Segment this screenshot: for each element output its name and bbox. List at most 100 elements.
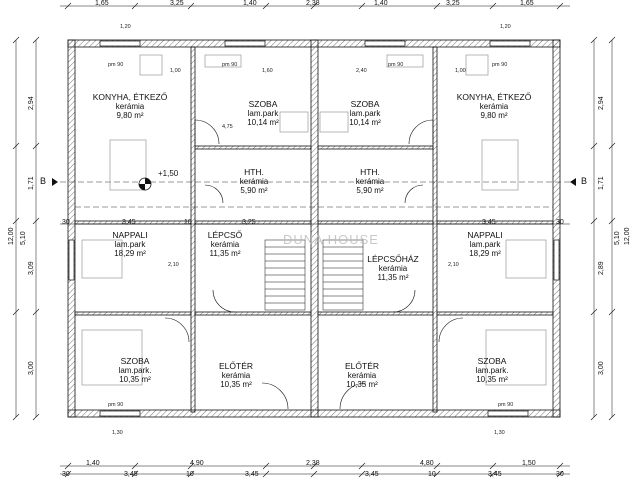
dimension-tick xyxy=(489,462,497,470)
door-mark: 1,00 xyxy=(170,68,181,74)
dimension-tick xyxy=(187,470,195,478)
door-mark: 2,10 xyxy=(448,262,459,268)
dim-right: 5,10 xyxy=(614,231,621,245)
dim-mid: 3,45 xyxy=(482,219,496,226)
dimension-tick xyxy=(358,470,366,478)
dimension-tick xyxy=(608,36,616,44)
dimension-tick xyxy=(310,470,318,478)
dimension-tick xyxy=(310,462,318,470)
dimension-tick xyxy=(32,308,40,316)
section-marker-left: B xyxy=(40,176,47,186)
dim-bottom-2: 10 xyxy=(186,471,194,478)
dim-top: 1,40 xyxy=(243,0,257,7)
window-height-mark: 1,30 xyxy=(112,430,123,436)
dim-bottom-2: 30 xyxy=(62,471,70,478)
dim-right: 2,89 xyxy=(598,261,605,275)
dim-left: 2,94 xyxy=(28,96,35,110)
dimension-tick xyxy=(433,2,441,10)
dimension-tick xyxy=(12,413,20,421)
watermark: DUNA HOUSE xyxy=(283,232,379,247)
dimension-tick xyxy=(489,2,497,10)
dimension-tick xyxy=(590,308,598,316)
dim-bottom: 1,40 xyxy=(86,460,100,467)
dim-left: 5,10 xyxy=(20,231,27,245)
dimension-tick xyxy=(12,142,20,150)
dim-bottom-2: 3,45 xyxy=(365,471,379,478)
dim-left: 1,71 xyxy=(28,176,35,190)
dim-bottom-2: 3,45 xyxy=(124,471,138,478)
dimension-tick xyxy=(590,142,598,150)
dim-left-total: 12,00 xyxy=(8,227,15,245)
dimension-tick xyxy=(556,470,564,478)
inner-walls xyxy=(74,46,554,413)
dim-top: 3,25 xyxy=(170,0,184,7)
dimension-tick xyxy=(608,308,616,316)
dimension-tick xyxy=(556,462,564,470)
window-height-mark: 1,20 xyxy=(120,24,131,30)
dim-right: 2,94 xyxy=(598,96,605,110)
dimension-tick xyxy=(608,217,616,225)
door-mark: 2,40 xyxy=(356,68,367,74)
dimension-tick xyxy=(590,36,598,44)
wall-length-mark: 4,75 xyxy=(222,124,233,130)
dimension-tick xyxy=(433,470,441,478)
furniture xyxy=(81,54,547,386)
dimension-tick xyxy=(358,2,366,10)
dimension-tick xyxy=(187,2,195,10)
dimension-tick xyxy=(131,462,139,470)
window-mark: pm 90 xyxy=(388,62,404,68)
door-mark: 1,00 xyxy=(455,68,466,74)
dim-bottom-2: 10 xyxy=(428,471,436,478)
windows xyxy=(68,40,560,417)
window-mark: pm 90 xyxy=(108,62,124,68)
dimension-tick xyxy=(32,413,40,421)
stairs xyxy=(264,239,364,311)
dimension-tick xyxy=(32,217,40,225)
dim-top: 1,40 xyxy=(374,0,388,7)
dimension-tick xyxy=(64,470,72,478)
dimension-tick xyxy=(64,462,72,470)
dimension-tick xyxy=(262,470,270,478)
dimension-tick xyxy=(262,2,270,10)
dim-bottom-2: 3,45 xyxy=(488,471,502,478)
window-height-mark: 1,20 xyxy=(500,24,511,30)
dim-top: 3,25 xyxy=(446,0,460,7)
level-marker-icon xyxy=(138,177,152,191)
window-height-mark: 1,30 xyxy=(494,430,505,436)
dimension-tick xyxy=(131,2,139,10)
dim-bottom-2: 3,45 xyxy=(245,471,259,478)
dim-bottom: 2,38 xyxy=(306,460,320,467)
dimension-tick xyxy=(12,36,20,44)
dim-bottom: 4,90 xyxy=(190,460,204,467)
dimension-tick xyxy=(556,2,564,10)
dim-top: 2,38 xyxy=(306,0,320,7)
dimension-tick xyxy=(32,142,40,150)
dim-bottom: 4,80 xyxy=(420,460,434,467)
dimension-tick xyxy=(12,217,20,225)
dimension-tick xyxy=(64,2,72,10)
dim-right-total: 12,00 xyxy=(624,227,631,245)
dimension-tick xyxy=(187,462,195,470)
window-mark: pm 90 xyxy=(222,62,238,68)
window-mark: pm 90 xyxy=(492,62,508,68)
door-mark: 2,10 xyxy=(168,262,179,268)
dimension-ticks xyxy=(12,2,616,478)
dimension-tick xyxy=(310,2,318,10)
dimension-tick xyxy=(32,36,40,44)
dim-bottom-2: 30 xyxy=(556,471,564,478)
dim-left: 3,00 xyxy=(28,361,35,375)
window-mark: pm 90 xyxy=(108,402,124,408)
dimension-tick xyxy=(358,462,366,470)
dimension-tick xyxy=(590,413,598,421)
dim-right: 1,71 xyxy=(598,176,605,190)
